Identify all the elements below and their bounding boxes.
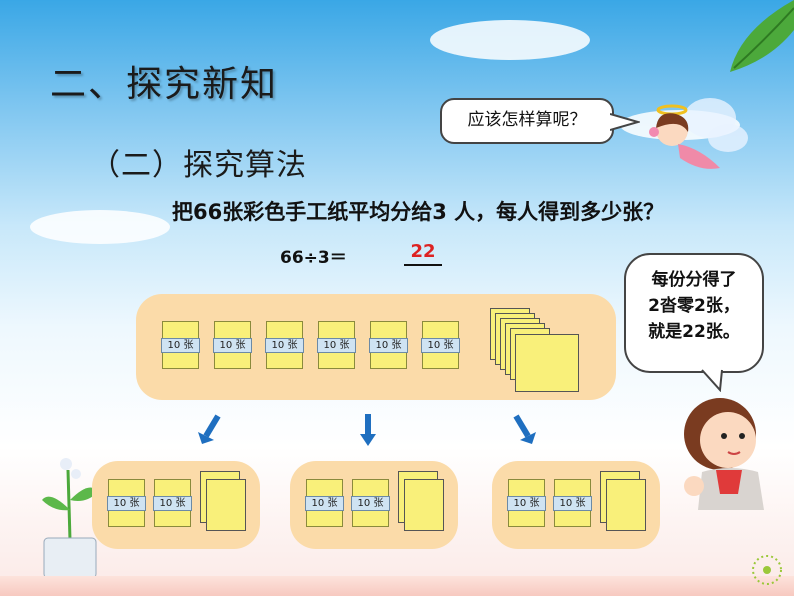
paper-pack: 10 张 [265,321,304,369]
paper-sheet [515,334,579,392]
dandelion-icon [752,555,782,585]
fairy-speech-text: 应该怎样算呢？ [467,110,587,130]
paper-pack: 10 张 [305,479,344,527]
paper-pack: 10 张 [317,321,356,369]
girl-speech-line-1: 每份分得了 [651,270,737,290]
cloud [430,20,590,60]
fairy-character [649,98,748,169]
share-panel-1: 10 张 10 张 [92,461,260,549]
paper-pack: 10 张 [153,479,192,527]
girl-speech-line-3: 就是22张。 [648,322,740,342]
total-paper-panel: 10 张 10 张 10 张 10 张 10 张 10 张 [136,294,616,400]
division-expression: 66÷3＝ [280,248,347,268]
leaf-decoration [730,0,794,72]
paper-pack: 10 张 [107,479,146,527]
paper-sheet [606,479,646,531]
pack-label: 10 张 [213,338,252,353]
pack-label: 10 张 [161,338,200,353]
paper-sheet [206,479,246,531]
girl-speech-line-2: 2沓零2张， [648,296,740,316]
pack-label: 10 张 [369,338,408,353]
paper-pack: 10 张 [213,321,252,369]
section-subtitle: （二）探究算法 [90,148,307,183]
arrow-down-right-icon [513,414,536,444]
problem-question: 把66张彩色手工纸平均分给3 人，每人得到多少张？ [172,200,665,224]
arrow-down-left-icon [198,414,221,444]
pack-label: 10 张 [153,496,192,511]
arrow-down-icon [360,414,376,446]
bubble-tail [610,113,640,131]
bubble-tail [701,369,723,392]
bottom-stripe [0,576,794,596]
pack-label: 10 张 [305,496,344,511]
pack-label: 10 张 [421,338,460,353]
girl-character [684,398,764,510]
pack-label: 10 张 [351,496,390,511]
paper-pack: 10 张 [351,479,390,527]
paper-pack: 10 张 [553,479,592,527]
pack-label: 10 张 [553,496,592,511]
pack-label: 10 张 [265,338,304,353]
pack-label: 10 张 [107,496,146,511]
flower-pot [42,458,98,579]
cloud [30,210,170,244]
share-panel-3: 10 张 10 张 [492,461,660,549]
pack-label: 10 张 [507,496,546,511]
paper-sheet [404,479,444,531]
division-answer: 22 [404,241,442,266]
paper-pack: 10 张 [421,321,460,369]
girl-speech-bubble: 每份分得了 2沓零2张， 就是22张。 [624,253,764,373]
page-title: 二、探究新知 [50,64,279,105]
paper-pack: 10 张 [369,321,408,369]
fairy-speech-bubble: 应该怎样算呢？ [440,98,614,144]
paper-pack: 10 张 [161,321,200,369]
paper-pack: 10 张 [507,479,546,527]
pack-label: 10 张 [317,338,356,353]
share-panel-2: 10 张 10 张 [290,461,458,549]
